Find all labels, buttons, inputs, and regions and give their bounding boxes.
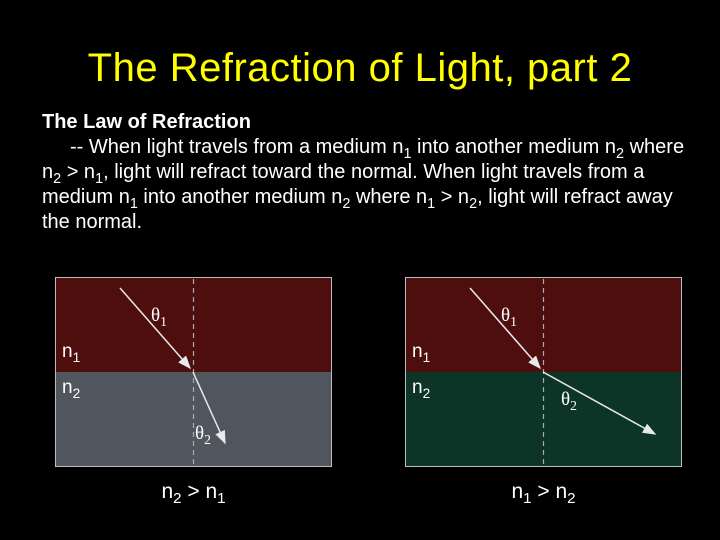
theta2-label: θ2 bbox=[195, 423, 211, 447]
law-heading: The Law of Refraction bbox=[42, 111, 251, 133]
theta1-label: θ1 bbox=[151, 305, 167, 329]
diagram-left-canvas bbox=[55, 277, 332, 467]
incident-ray bbox=[469, 287, 541, 370]
diagram-refraction-toward-normal: θ1 θ2 n1 n2 bbox=[55, 277, 332, 467]
slide-title: The Refraction of Light, part 2 bbox=[87, 46, 633, 90]
n1-label: n1 bbox=[62, 341, 81, 365]
diagram-border bbox=[55, 277, 332, 467]
n2-label: n2 bbox=[62, 377, 81, 401]
diagram-right-canvas bbox=[405, 277, 682, 467]
left-caption: n2 > n1 bbox=[161, 480, 226, 508]
right-caption: n1 > n2 bbox=[511, 480, 576, 508]
diagram-refraction-away-normal: θ1 θ2 n1 n2 bbox=[405, 277, 682, 467]
incident-ray bbox=[119, 287, 191, 370]
n2-label: n2 bbox=[412, 377, 431, 401]
law-paragraph: -- When light travels from a medium n1 i… bbox=[42, 136, 685, 233]
refracted-ray bbox=[192, 371, 226, 445]
n1-label: n1 bbox=[412, 341, 431, 365]
diagram-border bbox=[405, 277, 682, 467]
refracted-ray bbox=[542, 371, 657, 435]
body-text: The Law of Refraction -- When light trav… bbox=[42, 110, 694, 235]
theta1-label: θ1 bbox=[501, 305, 517, 329]
theta2-label: θ2 bbox=[561, 389, 577, 413]
